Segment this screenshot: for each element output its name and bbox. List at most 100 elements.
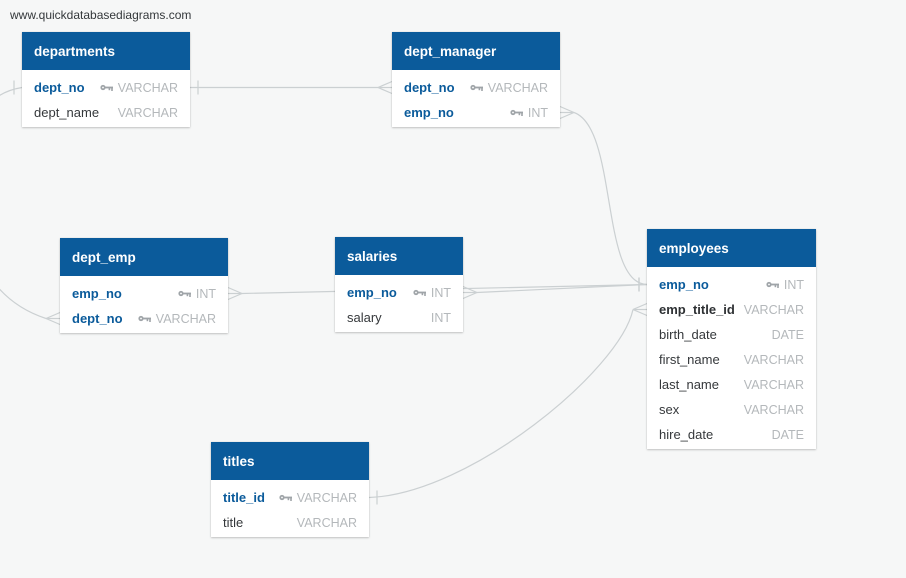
field-row-employees-hire_date[interactable]: hire_date DATE <box>647 422 816 447</box>
field-row-departments-dept_no[interactable]: dept_no VARCHAR <box>22 75 190 100</box>
table-title: titles <box>223 453 255 469</box>
field-type-label: INT <box>195 286 216 301</box>
watermark: www.quickdatabasediagrams.com <box>10 8 192 22</box>
field-type: INT <box>510 106 548 120</box>
field-name: dept_no <box>404 80 455 95</box>
key-icon <box>470 84 483 91</box>
field-type-label: VARCHAR <box>743 402 804 417</box>
field-type: VARCHAR <box>297 516 357 530</box>
relationship-line-departments-dept_emp[interactable] <box>0 86 47 320</box>
field-name: hire_date <box>659 427 714 442</box>
field-type-label: VARCHAR <box>296 490 357 505</box>
table-title: dept_emp <box>72 249 136 265</box>
field-type-label: VARCHAR <box>155 311 216 326</box>
cardinality-many-salaries-employees <box>462 291 478 300</box>
key-icon <box>138 315 151 322</box>
field-type: VARCHAR <box>744 353 804 367</box>
cardinality-many-salaries-employees <box>462 285 478 294</box>
key-icon <box>279 494 292 501</box>
field-row-employees-emp_no[interactable]: emp_no INT <box>647 272 816 297</box>
table-header-titles[interactable]: titles <box>211 442 369 480</box>
cardinality-many-dept_emp-employees <box>227 286 243 295</box>
cardinality-many-departments-dept_manager <box>377 86 393 95</box>
field-name: emp_no <box>404 105 454 120</box>
field-type-label: VARCHAR <box>487 80 548 95</box>
table-dept_emp[interactable]: dept_emp emp_no INT dept_no VARCHAR <box>60 238 228 333</box>
field-type: VARCHAR <box>118 106 178 120</box>
field-name: dept_no <box>34 80 85 95</box>
field-row-dept_emp-dept_no[interactable]: dept_no VARCHAR <box>60 306 228 331</box>
table-header-departments[interactable]: departments <box>22 32 190 70</box>
field-name: title_id <box>223 490 265 505</box>
field-type: INT <box>431 311 451 325</box>
key-icon <box>510 109 523 116</box>
field-type-label: VARCHAR <box>743 302 804 317</box>
key-icon <box>100 84 113 91</box>
field-type-label: DATE <box>771 327 804 342</box>
field-type: VARCHAR <box>744 403 804 417</box>
field-row-titles-title[interactable]: title VARCHAR <box>211 510 369 535</box>
field-type: DATE <box>772 428 804 442</box>
table-dept_manager[interactable]: dept_manager dept_no VARCHAR emp_no INT <box>392 32 560 127</box>
field-name: emp_no <box>659 277 709 292</box>
table-title: departments <box>34 43 116 59</box>
cardinality-many-dept_manager-employees <box>559 105 575 114</box>
field-type: VARCHAR <box>138 312 216 326</box>
field-type: INT <box>178 287 216 301</box>
field-row-dept_manager-emp_no[interactable]: emp_no INT <box>392 100 560 125</box>
field-type: INT <box>413 286 451 300</box>
field-row-employees-sex[interactable]: sex VARCHAR <box>647 397 816 422</box>
relationship-line-titles-employees[interactable] <box>368 309 634 499</box>
cardinality-many-dept_emp-employees <box>227 292 243 301</box>
table-header-dept_manager[interactable]: dept_manager <box>392 32 560 70</box>
field-type: INT <box>766 278 804 292</box>
table-title: employees <box>659 240 729 256</box>
field-name: emp_title_id <box>659 302 735 317</box>
field-row-dept_manager-dept_no[interactable]: dept_no VARCHAR <box>392 75 560 100</box>
cardinality-many-titles-employees <box>632 302 648 311</box>
key-icon <box>178 290 191 297</box>
field-type: VARCHAR <box>279 491 357 505</box>
field-row-titles-title_id[interactable]: title_id VARCHAR <box>211 485 369 510</box>
relationship-line-salaries-employees[interactable] <box>476 283 648 294</box>
key-icon <box>766 281 779 288</box>
field-row-salaries-salary[interactable]: salary INT <box>335 305 463 330</box>
field-name: dept_no <box>72 311 123 326</box>
relationship-line-dept_manager-employees[interactable] <box>573 111 648 286</box>
cardinality-many-departments-dept_emp <box>45 311 61 320</box>
field-row-dept_emp-emp_no[interactable]: emp_no INT <box>60 281 228 306</box>
field-name: emp_no <box>72 286 122 301</box>
table-title: dept_manager <box>404 43 497 59</box>
field-row-employees-emp_title_id[interactable]: emp_title_id VARCHAR <box>647 297 816 322</box>
field-type: VARCHAR <box>744 378 804 392</box>
field-type: VARCHAR <box>100 81 178 95</box>
field-type-label: DATE <box>771 427 804 442</box>
field-name: title <box>223 515 244 530</box>
field-type-label: INT <box>430 310 451 325</box>
field-type: VARCHAR <box>744 303 804 317</box>
field-name: sex <box>659 402 680 417</box>
field-type-label: VARCHAR <box>117 80 178 95</box>
table-header-salaries[interactable]: salaries <box>335 237 463 275</box>
table-header-employees[interactable]: employees <box>647 229 816 267</box>
field-type-label: VARCHAR <box>743 377 804 392</box>
table-header-dept_emp[interactable]: dept_emp <box>60 238 228 276</box>
field-type: DATE <box>772 328 804 342</box>
field-name: salary <box>347 310 382 325</box>
field-type-label: VARCHAR <box>117 105 178 120</box>
